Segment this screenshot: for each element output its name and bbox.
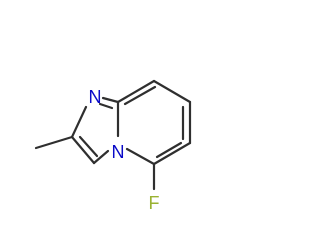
bond-c3-n4 xyxy=(92,149,110,165)
structure-canvas: N N F xyxy=(34,79,192,213)
bond-c8a-n1-double xyxy=(98,102,114,110)
bond-c2-c3 xyxy=(70,135,96,165)
atom-n-imine: N xyxy=(89,87,102,107)
bond-c8-c7 xyxy=(152,79,192,104)
bond-c5-c6-inner xyxy=(155,141,183,159)
bond-c8a-n1 xyxy=(101,96,120,104)
bond-c2-methyl xyxy=(34,135,74,150)
bond-c8-c8-double xyxy=(123,85,157,106)
atom-n-bridge: N xyxy=(112,142,125,162)
bond-c5-n4 xyxy=(125,147,156,166)
atom-fluorine: F xyxy=(149,193,160,213)
bond-c8a-c8 xyxy=(116,79,156,104)
molecule-drawing: N N F xyxy=(34,79,192,213)
bond-c6-c5 xyxy=(152,141,192,166)
bond-c2-c3-double xyxy=(78,135,99,158)
bond-n1-c2 xyxy=(70,105,88,139)
